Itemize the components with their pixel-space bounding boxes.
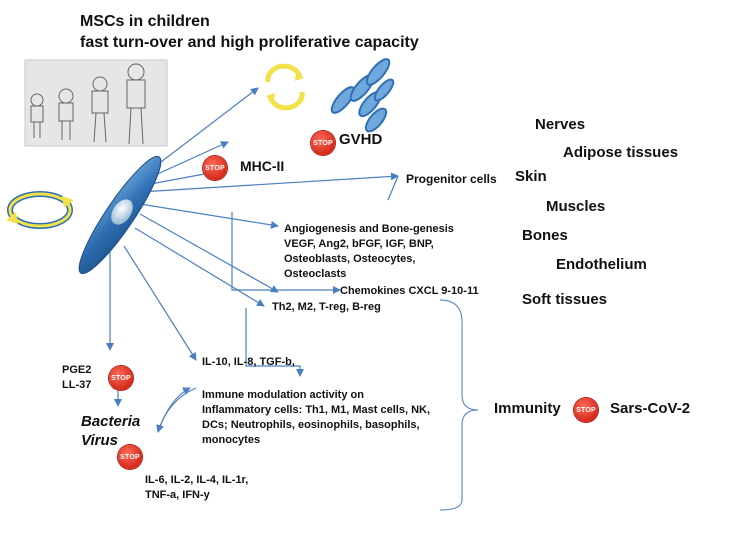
virus-label: Virus <box>81 432 118 449</box>
sars-cov-2-label: Sars-CoV-2 <box>610 400 691 417</box>
arrow-angio-chemokines <box>231 212 341 294</box>
ll37-label: LL-37 <box>62 379 92 391</box>
msc-cell <box>78 155 162 275</box>
tissue-muscles: Muscles <box>546 198 606 215</box>
arrow-to-chemokines <box>139 213 279 293</box>
tissue-endothelium: Endothelium <box>556 256 647 273</box>
tissue-adipose: Adipose tissues <box>563 144 679 161</box>
stop-sign-icon: STOP <box>203 156 227 180</box>
immune-line: DCs; Neutrophils, eosinophils, basophils… <box>202 419 420 431</box>
cytokine-line: IL-6, IL-2, IL-4, IL-1r, <box>145 474 249 486</box>
arrow-to-progenitor <box>139 172 399 193</box>
children-sketch <box>24 59 168 147</box>
blue-cells-cluster <box>330 58 395 133</box>
angiogenesis-line: Angiogenesis and Bone-genesis <box>284 223 454 235</box>
arrow-progenitor-back <box>387 175 399 201</box>
tissue-soft: Soft tissues <box>522 291 608 308</box>
stop-sign-icon: STOP <box>574 398 598 422</box>
arrow-immune-bacteria <box>156 387 197 433</box>
cytokine-line: TNF-a, IFN-y <box>145 489 210 501</box>
pge2-label: PGE2 <box>62 364 92 376</box>
progenitor-label: Progenitor cells <box>406 172 497 186</box>
immune-line: monocytes <box>202 434 261 446</box>
left-cycle-icon <box>6 191 74 229</box>
immune-line: Immune modulation activity on <box>202 389 364 401</box>
tissue-skin: Skin <box>515 168 547 185</box>
tissue-bones: Bones <box>522 227 568 244</box>
arrow-th2-immune <box>245 308 304 377</box>
mhc-label: MHC-II <box>240 158 285 174</box>
angiogenesis-line: VEGF, Ang2, bFGF, IGF, BNP, <box>284 238 434 250</box>
immune-line: Inflammatory cells: Th1, M1, Mast cells,… <box>202 404 431 416</box>
arrow-to-angiogenesis <box>139 203 279 229</box>
stop-sign-icon: STOP <box>118 445 142 469</box>
stop-sign-icon: STOP <box>311 131 335 155</box>
arrow-to-il10 <box>123 245 197 361</box>
arrow-to-th2 <box>134 227 265 307</box>
chemokines-label: Chemokines CXCL 9-10-11 <box>340 285 479 297</box>
stop-sign-icon: STOP <box>109 366 133 390</box>
th2-label: Th2, M2, T-reg, B-reg <box>272 301 381 313</box>
arrow-bacteria-immune <box>157 387 191 433</box>
gvhd-label: GVHD <box>339 131 383 148</box>
title-line2: fast turn-over and high proliferative ca… <box>80 34 419 51</box>
cytokines-block: IL-6, IL-2, IL-4, IL-1r, TNF-a, IFN-y <box>145 473 248 503</box>
immunity-label: Immunity <box>494 400 561 417</box>
angiogenesis-block: Angiogenesis and Bone-genesis VEGF, Ang2… <box>284 222 454 282</box>
immune-block: Immune modulation activity on Inflammato… <box>202 388 430 448</box>
yellow-cycle-icon <box>265 63 305 111</box>
tissue-nerves: Nerves <box>535 116 586 133</box>
il10-label: IL-10, IL-8, TGF-b, <box>202 356 295 368</box>
angiogenesis-line: Osteoclasts <box>284 268 347 280</box>
title-line1: MSCs in children <box>80 13 210 30</box>
bacteria-label: Bacteria <box>81 413 141 430</box>
immunity-brace <box>439 299 479 511</box>
angiogenesis-line: Osteoblasts, Osteocytes, <box>284 253 416 265</box>
